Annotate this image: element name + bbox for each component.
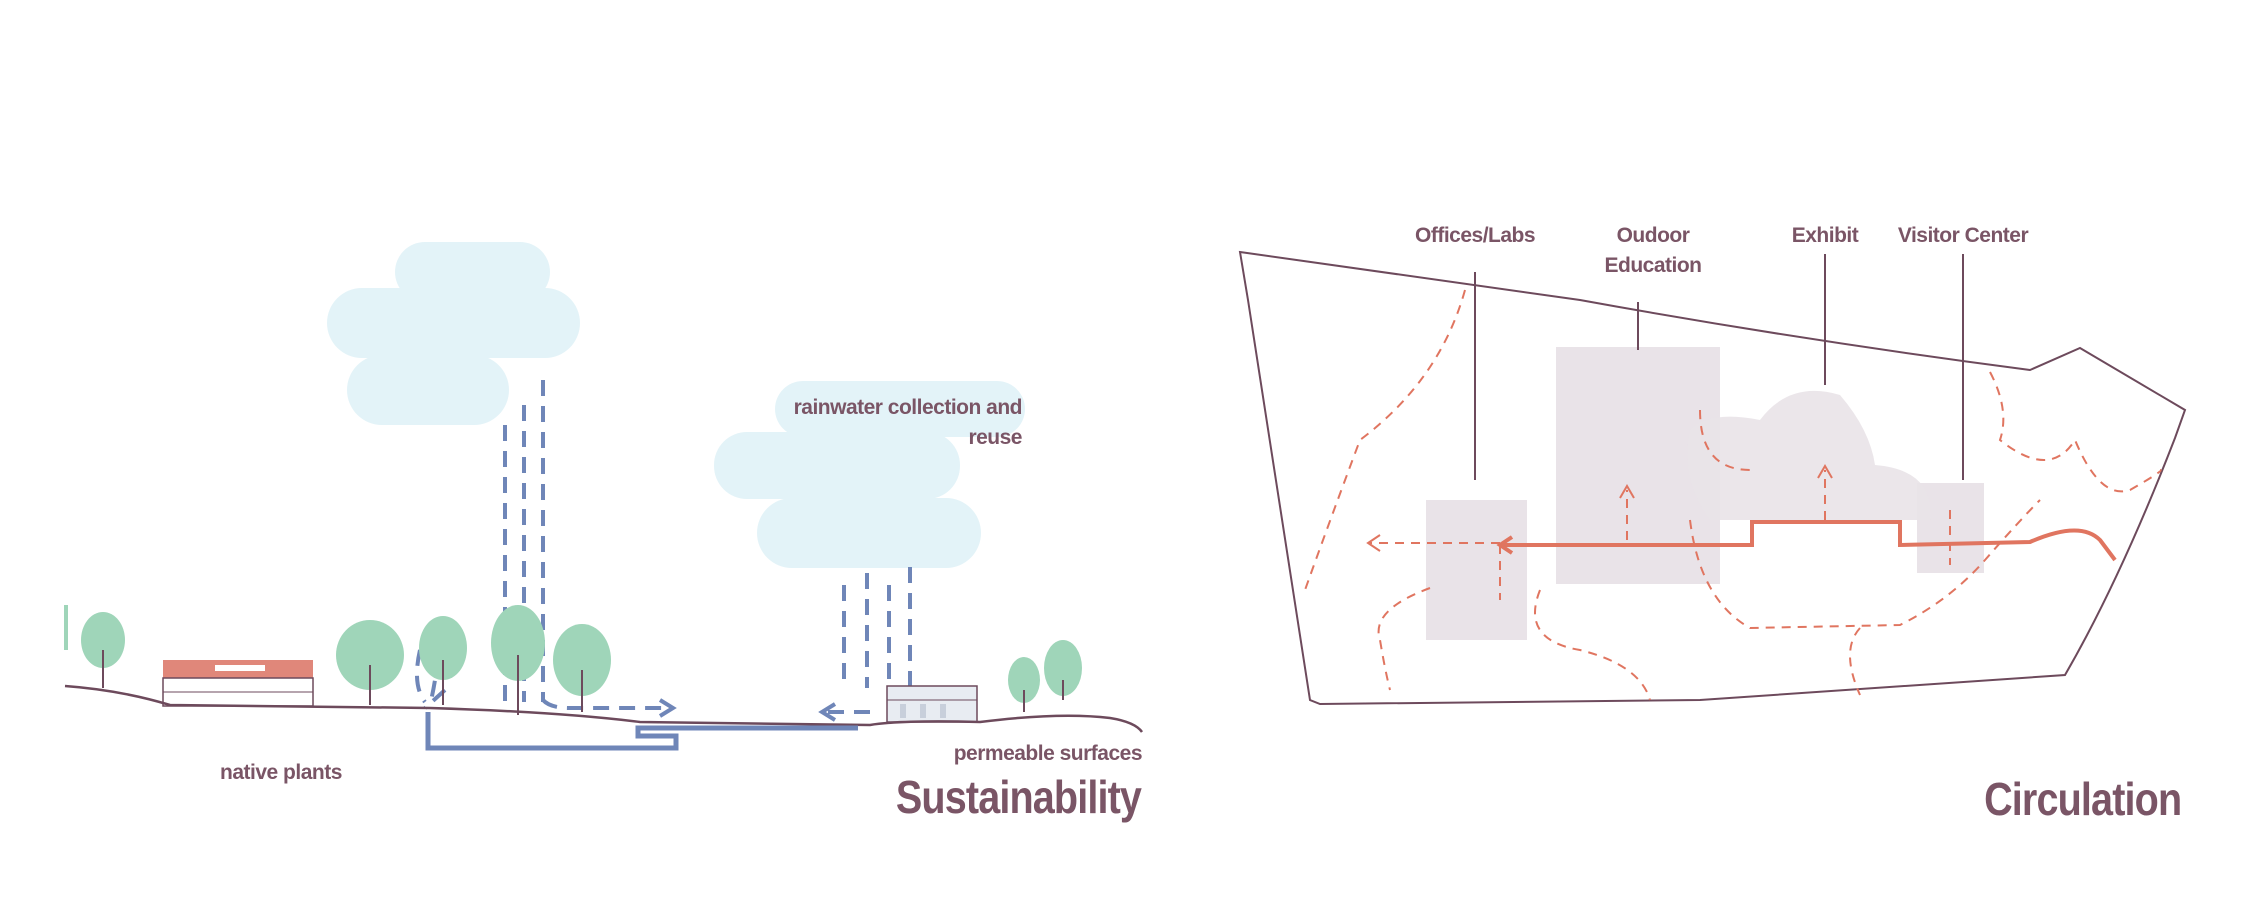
label-visitor-center: Visitor Center [1897, 224, 2029, 247]
label-outdoor-education: Oudoor Education [1604, 224, 1702, 277]
main-circulation-path [1500, 520, 2117, 562]
site-boundary [1238, 250, 2187, 706]
label-native-plants: native plants [220, 761, 342, 784]
label-exhibit: Exhibit [1791, 224, 1859, 247]
sustainability-title: Sustainability [895, 771, 1142, 823]
trees-left [64, 605, 1082, 703]
building-right [886, 685, 978, 723]
main-circulation-arrowhead [1496, 535, 1514, 555]
label-offices-labs: Offices/Labs [1415, 224, 1536, 247]
circulation-title: Circulation [1983, 773, 2182, 825]
program-zones [1426, 347, 1984, 640]
building-left [162, 660, 314, 707]
ground-line [64, 684, 1144, 733]
cloud-left [327, 242, 580, 425]
secondary-paths [1304, 289, 2162, 701]
cloud-right [714, 381, 1025, 568]
tree-trunks [102, 650, 1064, 715]
label-rainwater: rainwater collection and reuse [793, 396, 1023, 449]
label-permeable-surfaces: permeable surfaces [953, 742, 1143, 765]
leader-lines [1474, 254, 1964, 480]
circulation-diagram [1238, 250, 2187, 706]
sustainability-diagram [64, 242, 1144, 751]
collection-pipe [425, 712, 858, 751]
